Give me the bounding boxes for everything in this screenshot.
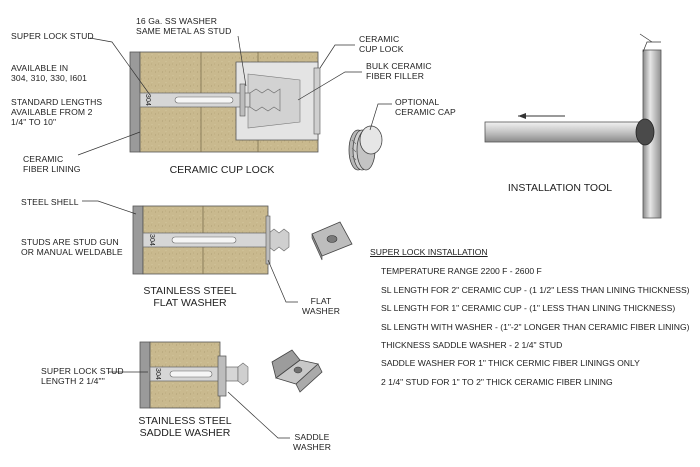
stud-length-label: SUPER LOCK STUD LENGTH 2 1/4"": [41, 366, 124, 386]
stud-mark-middle: 304: [148, 234, 155, 246]
studs-line-2: OR MANUAL WELDABLE: [21, 247, 123, 257]
installation-tool-caption: INSTALLATION TOOL: [507, 182, 613, 194]
bottom-leader-lines: [108, 371, 290, 439]
spec-item: 2 1/4" STUD FOR 1" TO 2" THICK CERAMIC F…: [381, 377, 613, 387]
optional-ceramic-cap: [348, 125, 383, 171]
ceramic-cup-lock-label: CERAMIC CUP LOCK: [359, 34, 404, 54]
installation-specs-title: SUPER LOCK INSTALLATION: [370, 247, 488, 257]
saddle-washer-assembly: [139, 341, 249, 409]
top-leader-lines: [77, 35, 392, 156]
steel-shell-plate: [129, 51, 141, 153]
standard-lengths-label: STANDARD LENGTHS AVAILABLE FROM 2 1/4" T…: [11, 97, 102, 127]
saddle-line-2: WASHER: [293, 442, 332, 452]
steel-shell-label: STEEL SHELL: [21, 197, 79, 207]
saddle-caption-line-1: STAINLESS STEEL: [138, 415, 232, 427]
flat-washer-part: [311, 221, 353, 261]
ceramic-fiber-line-2: FIBER LINING: [23, 164, 81, 174]
washer-line-2: SAME METAL AS STUD: [136, 26, 232, 36]
stud-weldable-label: STUDS ARE STUD GUN OR MANUAL WELDABLE: [21, 237, 123, 257]
cup-lock-line-1: CERAMIC: [359, 34, 400, 44]
optional-cap-line-1: OPTIONAL: [395, 97, 440, 107]
flat-caption-line-2: FLAT WASHER: [153, 297, 227, 309]
bulk-fiber-filler-label: BULK CERAMIC FIBER FILLER: [366, 61, 432, 81]
ss-washer: [239, 83, 246, 117]
optional-cap-line-2: CERAMIC CAP: [395, 107, 456, 117]
flat-caption-line-1: STAINLESS STEEL: [143, 285, 237, 297]
installation-tool: [484, 33, 662, 219]
washer-line-1: 16 Ga. SS WASHER: [136, 16, 218, 26]
ceramic-fiber-lining-label: CERAMIC FIBER LINING: [23, 154, 81, 174]
flat-washer-line-2: WASHER: [302, 306, 341, 316]
ceramic-fiber-line-1: CERAMIC: [23, 154, 64, 164]
available-alloys-label: AVAILABLE IN 304, 310, 330, I601: [11, 63, 87, 83]
available-line-1: AVAILABLE IN: [11, 63, 69, 73]
ss-washer-label: 16 Ga. SS WASHER SAME METAL AS STUD: [136, 16, 231, 36]
standard-line-3: 1/4" TO 10": [11, 117, 57, 127]
stud-mark-bottom: 304: [154, 368, 161, 380]
saddle-washer-caption: STAINLESS STEEL SADDLE WASHER: [130, 415, 240, 439]
spec-item: SADDLE WASHER FOR 1" THICK CERMIC FIBER …: [381, 358, 640, 368]
flat-washer-line-1: FLAT: [310, 296, 332, 306]
saddle-washer-label: SADDLE WASHER: [293, 432, 331, 452]
standard-line-2: AVAILABLE FROM 2: [11, 107, 93, 117]
available-line-2: 304, 310, 330, I601: [11, 73, 87, 83]
direction-arrow-icon: [518, 113, 526, 119]
saddle-line-1: SADDLE: [294, 432, 330, 442]
spec-item: SL LENGTH FOR 2" CERAMIC CUP - (1 1/2" L…: [381, 285, 690, 295]
middle-leader-lines: [82, 200, 298, 303]
spec-item: THICKNESS SADDLE WASHER - 2 1/4" STUD: [381, 340, 563, 350]
flat-washer-caption: STAINLESS STEEL FLAT WASHER: [140, 285, 240, 309]
cup-lock-line-2: CUP LOCK: [359, 44, 404, 54]
stud-length-line-1: SUPER LOCK STUD: [41, 366, 124, 376]
standard-line-1: STANDARD LENGTHS: [11, 97, 103, 107]
saddle-caption-line-2: SADDLE WASHER: [139, 427, 231, 439]
flat-washer-label: FLAT WASHER: [302, 296, 340, 316]
flat-washer-assembly: [132, 205, 290, 275]
bulk-filler-line-1: BULK CERAMIC: [366, 61, 432, 71]
optional-ceramic-cap-label: OPTIONAL CERAMIC CAP: [395, 97, 456, 117]
spec-item: SL LENGTH FOR 1" CERAMIC CUP - (1" LESS …: [381, 303, 676, 313]
stud-length-line-2: LENGTH 2 1/4"": [41, 376, 105, 386]
cup-lock-caption: CERAMIC CUP LOCK: [169, 164, 275, 176]
super-lock-stud-label: SUPER LOCK STUD: [11, 31, 94, 41]
saddle-washer-part: [271, 349, 323, 393]
spec-item: SL LENGTH WITH WASHER - (1"-2" LONGER TH…: [381, 322, 690, 332]
bulk-filler-line-2: FIBER FILLER: [366, 71, 425, 81]
studs-line-1: STUDS ARE STUD GUN: [21, 237, 119, 247]
cup-lock-assembly: [129, 51, 321, 153]
spec-item: TEMPERATURE RANGE 2200 F - 2600 F: [381, 266, 542, 276]
stud-mark-top: 304: [144, 94, 151, 106]
